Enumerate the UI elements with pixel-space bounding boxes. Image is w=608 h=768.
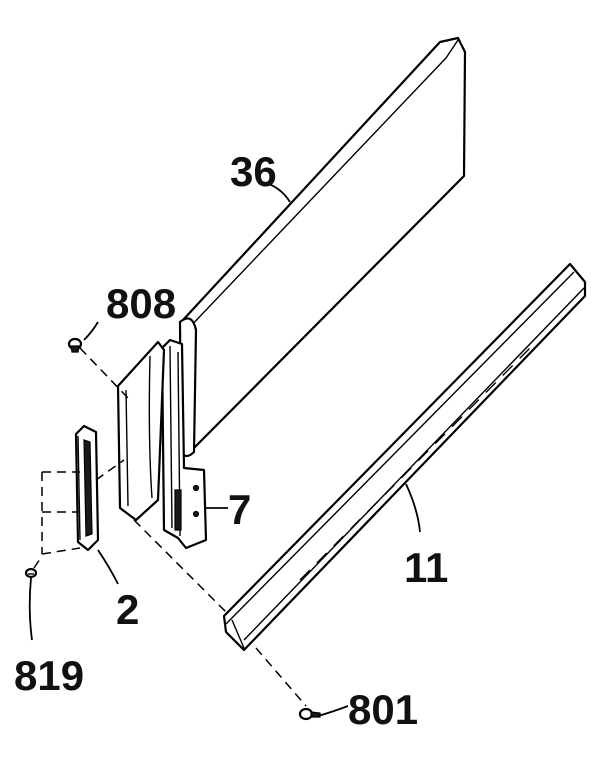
label-819: 819 — [14, 652, 84, 699]
leader-lines — [28, 181, 421, 717]
label-2: 2 — [116, 586, 139, 633]
part-11-rail — [222, 262, 587, 652]
label-36: 36 — [230, 148, 277, 195]
part-7-bracket — [160, 338, 208, 550]
part-36-panel — [178, 36, 467, 458]
shield-plate — [116, 340, 166, 522]
assembly-guide-lines — [33, 347, 307, 707]
screw-819 — [24, 567, 38, 579]
label-801: 801 — [348, 686, 418, 733]
label-7: 7 — [228, 486, 251, 533]
label-808: 808 — [106, 280, 176, 327]
part-2-end-cap — [74, 424, 100, 552]
screw-801 — [298, 707, 321, 721]
screw-808 — [67, 337, 83, 353]
label-11: 11 — [404, 544, 448, 591]
